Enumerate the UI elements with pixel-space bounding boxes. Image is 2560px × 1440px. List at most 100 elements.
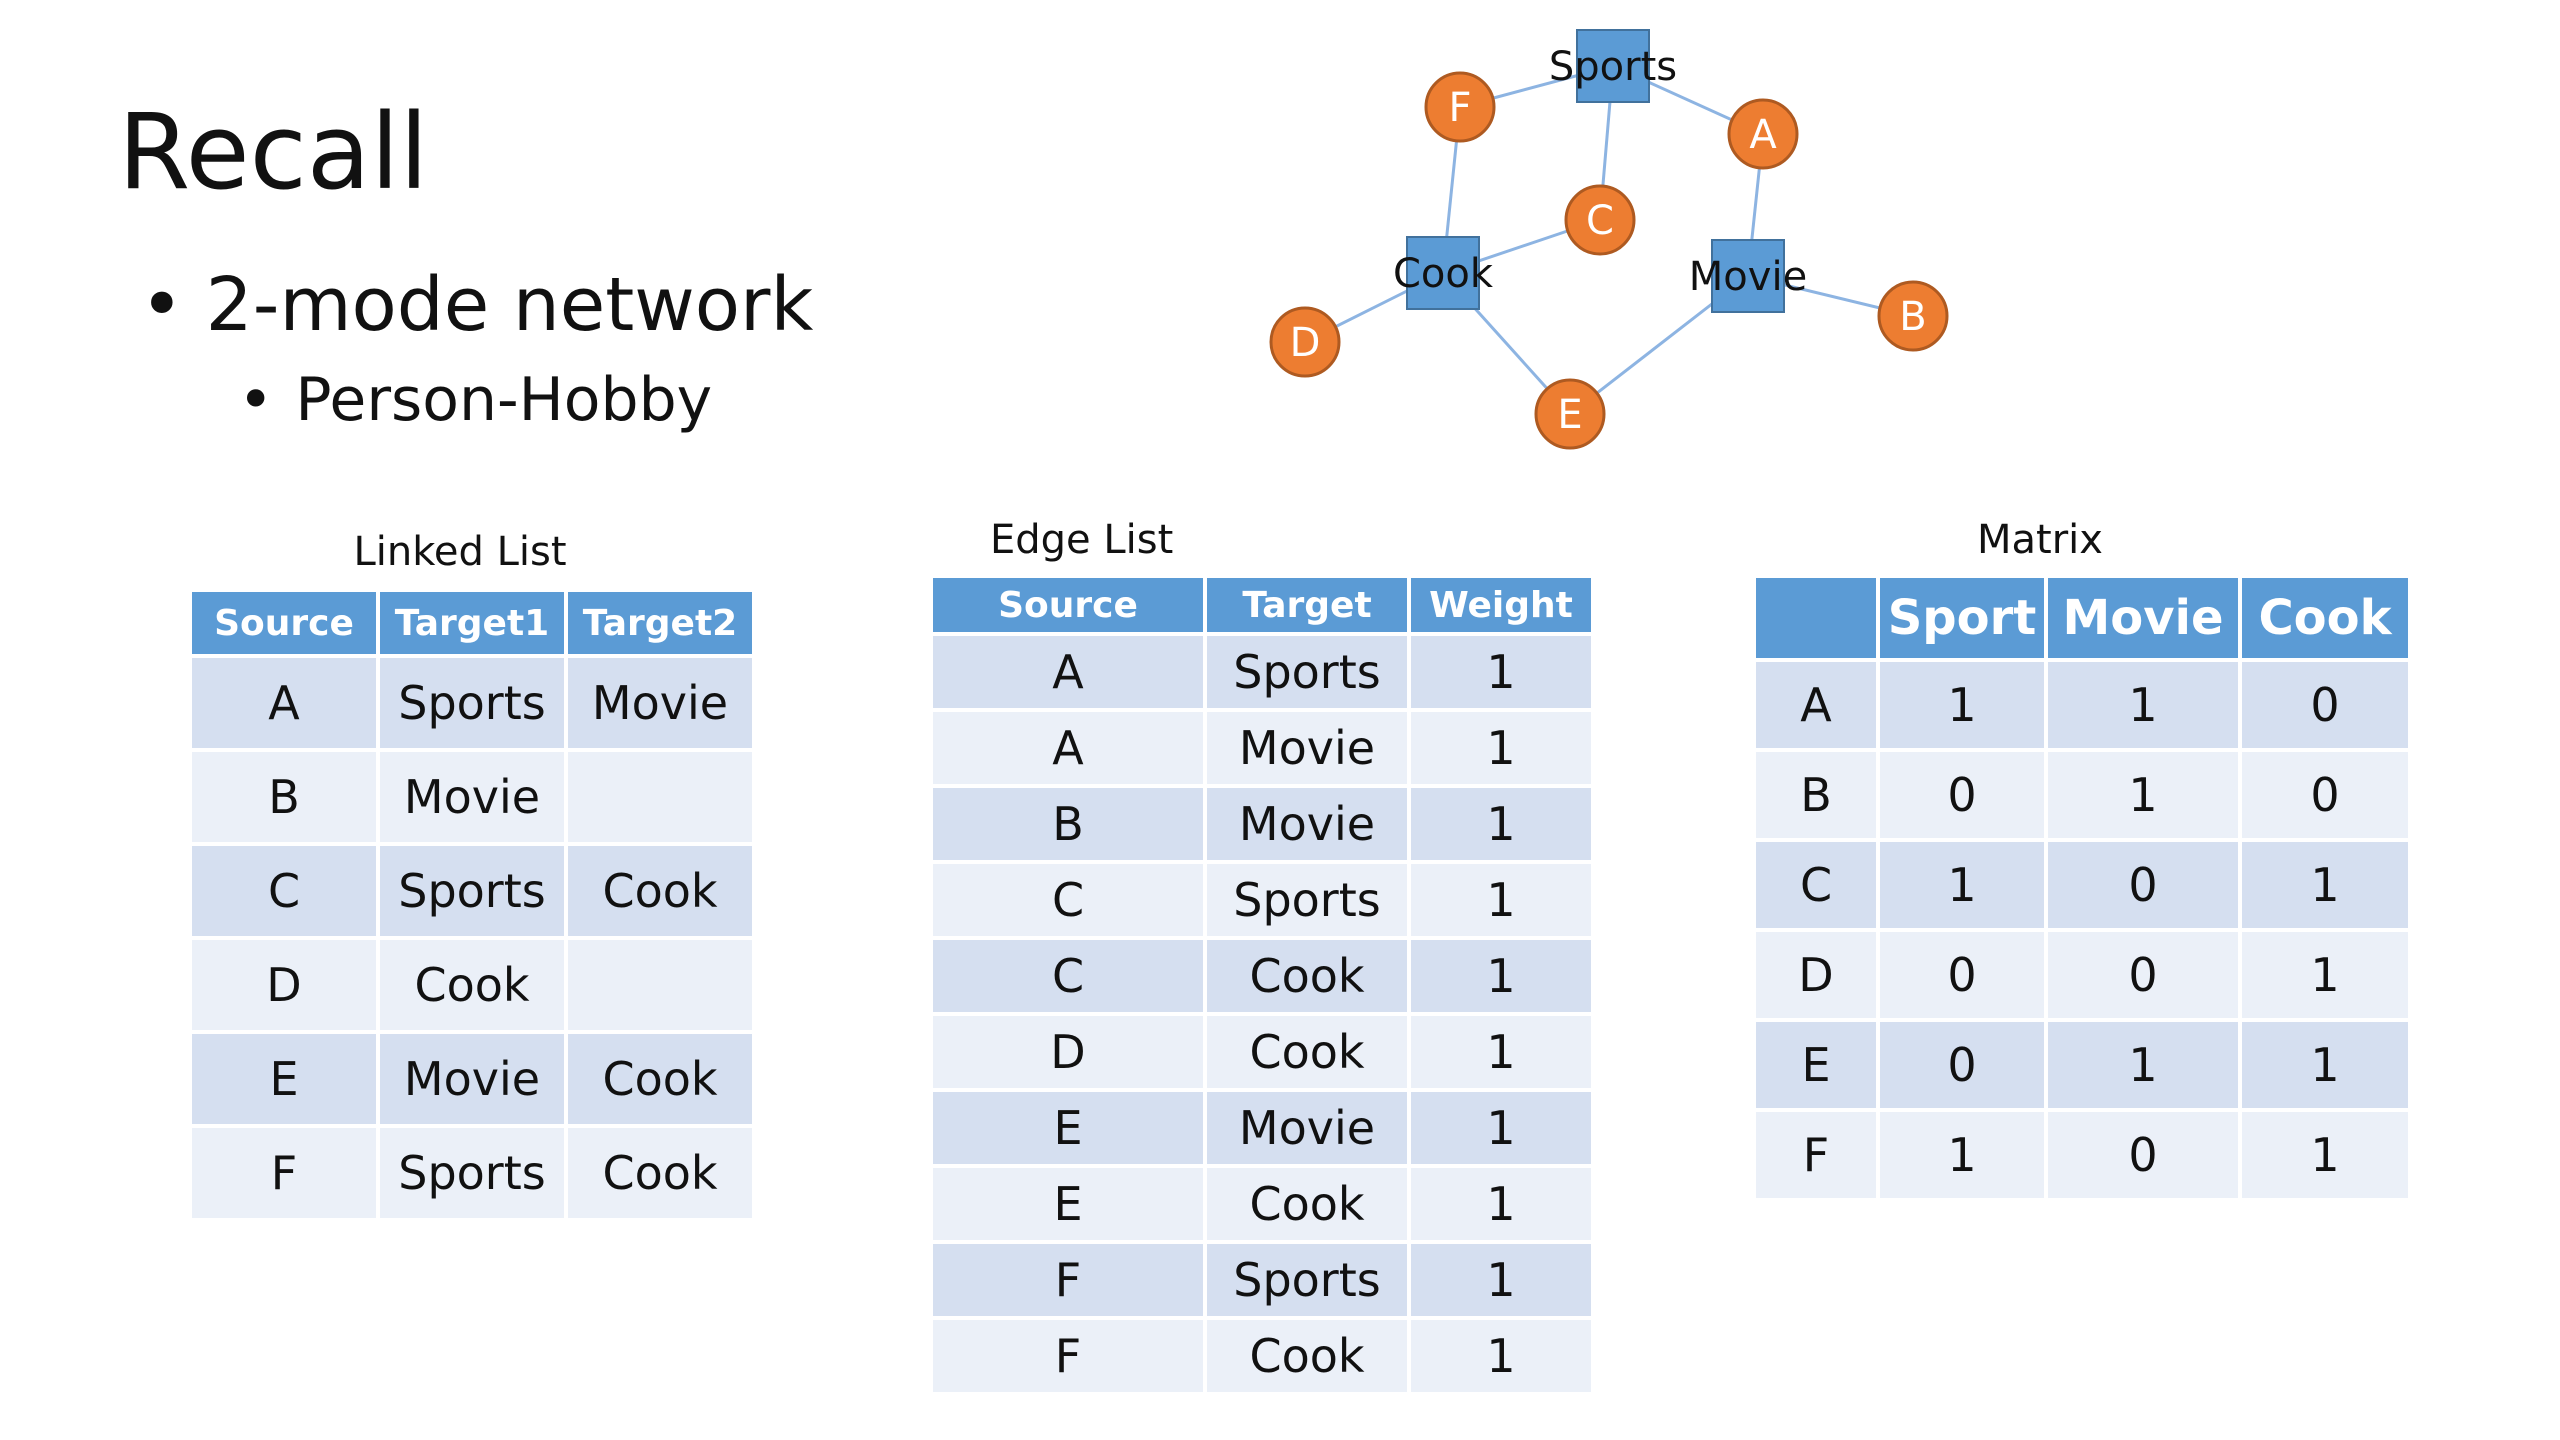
table-cell: E	[933, 1168, 1203, 1240]
person-node	[1727, 98, 1799, 170]
table-cell: Cook	[1207, 940, 1407, 1012]
table-cell: 1	[1411, 788, 1591, 860]
table-cell: F	[1756, 1112, 1876, 1198]
column-header: Weight	[1411, 578, 1591, 632]
node-label: A	[1749, 112, 1777, 158]
table-cell: 1	[2242, 842, 2408, 928]
table-cell: C	[192, 846, 376, 936]
person-node	[1564, 184, 1636, 256]
column-header: Sport	[1880, 578, 2044, 658]
table-cell: A	[933, 636, 1203, 708]
node-label: Cook	[1393, 251, 1494, 297]
table-cell: C	[933, 864, 1203, 936]
node-label: D	[1290, 320, 1321, 366]
bullet-dot-icon: •	[140, 262, 184, 348]
table-cell: 1	[2242, 1112, 2408, 1198]
person-node	[1877, 280, 1949, 352]
table-cell: A	[1756, 662, 1876, 748]
node-label: Movie	[1689, 254, 1807, 300]
table-cell: A	[192, 658, 376, 748]
person-node	[1269, 306, 1341, 378]
table-cell: B	[933, 788, 1203, 860]
node-label: F	[1448, 85, 1471, 131]
table-cell: 1	[1411, 1168, 1591, 1240]
table-cell: F	[933, 1244, 1203, 1316]
bullet-level1: •2-mode network	[140, 268, 813, 342]
table-cell: Movie	[568, 658, 752, 748]
column-header: Source	[192, 592, 376, 654]
slide-title: Recall	[118, 91, 429, 213]
table-cell: D	[1756, 932, 1876, 1018]
bullet-level1-text: 2-mode network	[205, 262, 814, 348]
bullet-level2: •Person-Hobby	[238, 370, 712, 430]
edge-list-caption: Edge List	[990, 517, 1174, 563]
node-label: Sports	[1549, 44, 1677, 90]
table-cell: Cook	[568, 846, 752, 936]
hobby-node	[1406, 236, 1480, 310]
table-cell: Sports	[380, 1128, 564, 1218]
table-cell: 1	[1880, 662, 2044, 748]
table-cell: 0	[1880, 752, 2044, 838]
table-cell: F	[933, 1320, 1203, 1392]
column-header: Movie	[2048, 578, 2238, 658]
table-cell: 1	[2242, 932, 2408, 1018]
node-label: E	[1557, 392, 1582, 438]
table-cell: 1	[1411, 1244, 1591, 1316]
table-cell: B	[1756, 752, 1876, 838]
table-cell: 1	[1411, 1016, 1591, 1088]
table-cell: Cook	[1207, 1320, 1407, 1392]
table-cell: E	[1756, 1022, 1876, 1108]
table-cell: D	[933, 1016, 1203, 1088]
table-cell: C	[933, 940, 1203, 1012]
table-cell: 1	[1411, 636, 1591, 708]
person-node	[1534, 378, 1606, 450]
table-cell: 1	[2048, 662, 2238, 748]
table-cell: 0	[1880, 932, 2044, 1018]
table-cell: 0	[2048, 932, 2238, 1018]
table-cell: Movie	[380, 752, 564, 842]
table-cell: Sports	[1207, 1244, 1407, 1316]
table-cell: 1	[1411, 940, 1591, 1012]
table-cell	[568, 940, 752, 1030]
table-cell: 0	[1880, 1022, 2044, 1108]
table-cell: Sports	[380, 658, 564, 748]
table-cell: Sports	[1207, 636, 1407, 708]
column-header: Target	[1207, 578, 1407, 632]
table-cell: C	[1756, 842, 1876, 928]
table-cell: 1	[1880, 842, 2044, 928]
column-header: Source	[933, 578, 1203, 632]
bullet-dot-icon: •	[238, 365, 274, 435]
table-cell: 0	[2242, 662, 2408, 748]
hobby-node	[1576, 29, 1650, 103]
table-cell	[568, 752, 752, 842]
column-header	[1756, 578, 1876, 658]
table-cell: Sports	[1207, 864, 1407, 936]
table-cell: E	[933, 1092, 1203, 1164]
table-cell: 0	[2048, 1112, 2238, 1198]
node-label: C	[1586, 198, 1614, 244]
table-cell: Cook	[380, 940, 564, 1030]
